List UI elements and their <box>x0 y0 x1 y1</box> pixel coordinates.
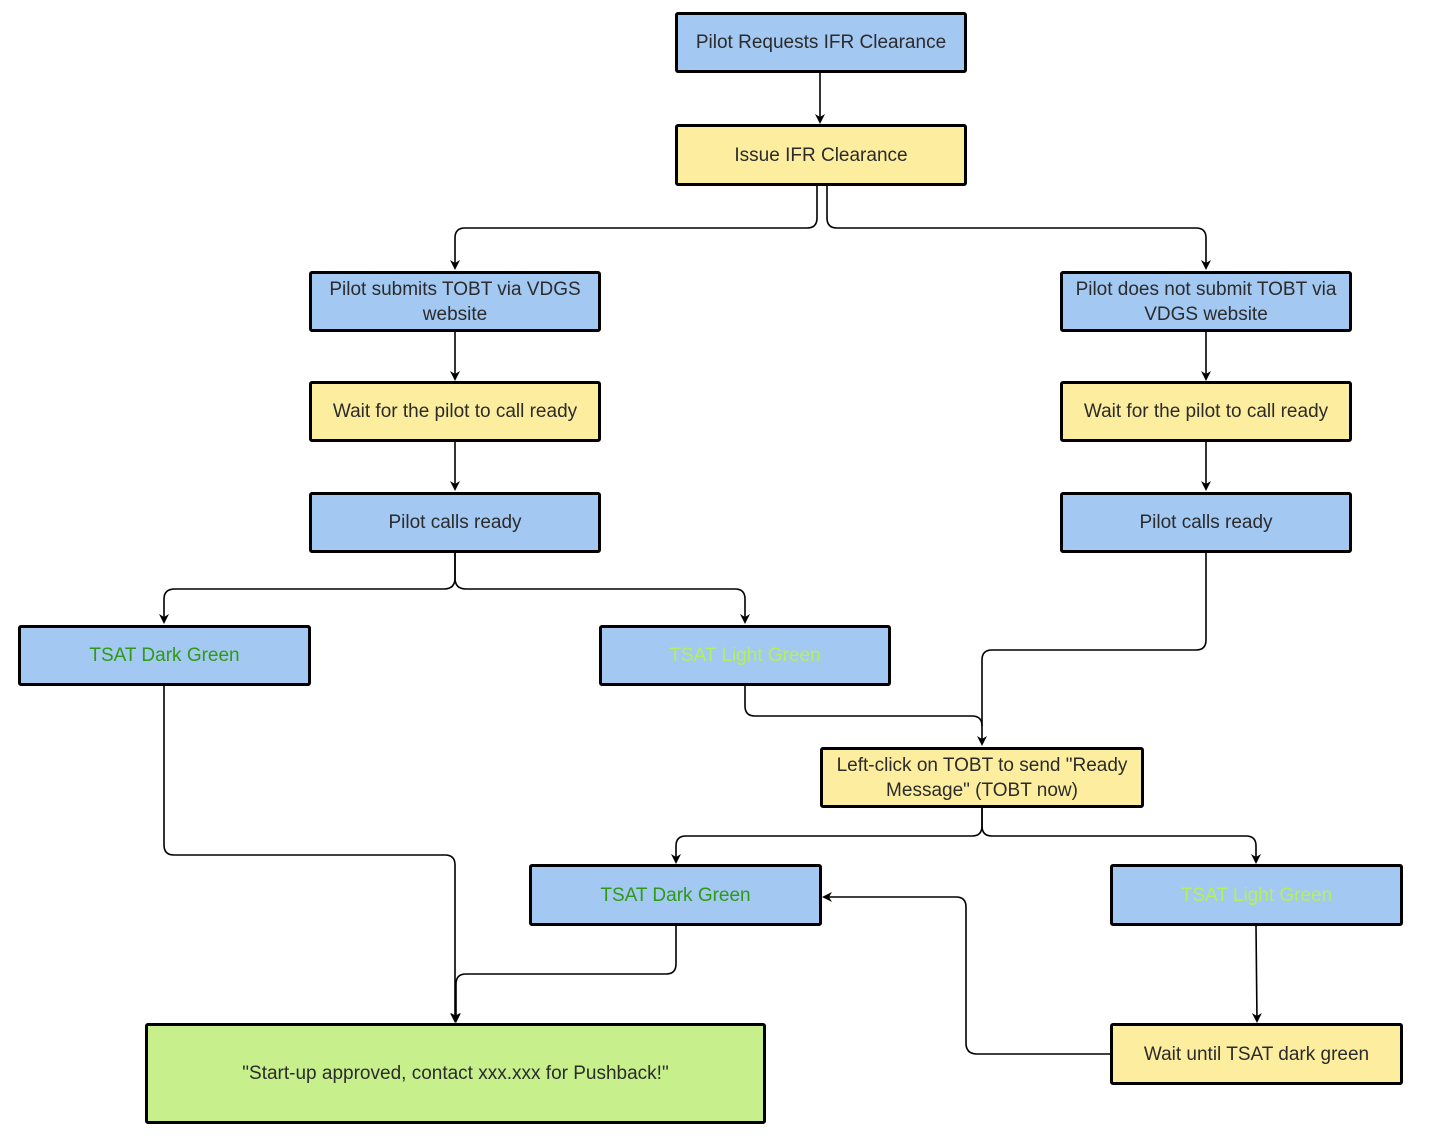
node-tsat-dark-green-2: TSAT Dark Green <box>529 864 822 926</box>
edge-calls-ready-left-to-tsat-dark-1 <box>159 553 456 624</box>
node-pilot-calls-ready-right: Pilot calls ready <box>1060 492 1352 553</box>
edge-tsat-light-2-to-wait-tsat <box>1251 925 1262 1023</box>
edge-wait-tsat-to-tsat-dark-2 <box>822 892 1111 1055</box>
edge-issue-to-no-tobt <box>826 186 1211 270</box>
node-startup-approved: "Start-up approved, contact xxx.xxx for … <box>145 1023 766 1124</box>
node-left-click-tobt: Left-click on TOBT to send "Ready Messag… <box>820 747 1144 808</box>
node-pilot-no-tobt: Pilot does not submit TOBT via VDGS webs… <box>1060 271 1352 332</box>
node-issue-clearance: Issue IFR Clearance <box>675 124 967 186</box>
edge-tsat-dark-2-to-startup <box>451 926 677 1023</box>
edge-left-click-to-tsat-dark-2 <box>671 808 983 864</box>
edge-tsat-dark-1-to-startup <box>163 686 460 1023</box>
node-pilot-calls-ready-left: Pilot calls ready <box>309 492 601 553</box>
node-pilot-requests-clearance: Pilot Requests IFR Clearance <box>675 12 967 73</box>
node-wait-call-ready-left: Wait for the pilot to call ready <box>309 381 601 442</box>
edge-tsat-light-1-to-left-click <box>744 686 983 727</box>
edge-calls-ready-left-to-tsat-light-1 <box>454 553 750 624</box>
edge-calls-ready-right-to-left-click <box>977 553 1207 746</box>
node-tsat-light-green-2: TSAT Light Green <box>1110 864 1403 926</box>
node-wait-call-ready-right: Wait for the pilot to call ready <box>1060 381 1352 442</box>
node-wait-tsat-dark-green: Wait until TSAT dark green <box>1110 1023 1403 1085</box>
edge-left-click-to-tsat-light-2 <box>981 808 1261 864</box>
node-pilot-submits-tobt: Pilot submits TOBT via VDGS website <box>309 271 601 332</box>
node-tsat-light-green-1: TSAT Light Green <box>599 625 891 686</box>
edge-issue-to-submits-tobt <box>450 186 818 270</box>
node-tsat-dark-green-1: TSAT Dark Green <box>18 625 311 686</box>
